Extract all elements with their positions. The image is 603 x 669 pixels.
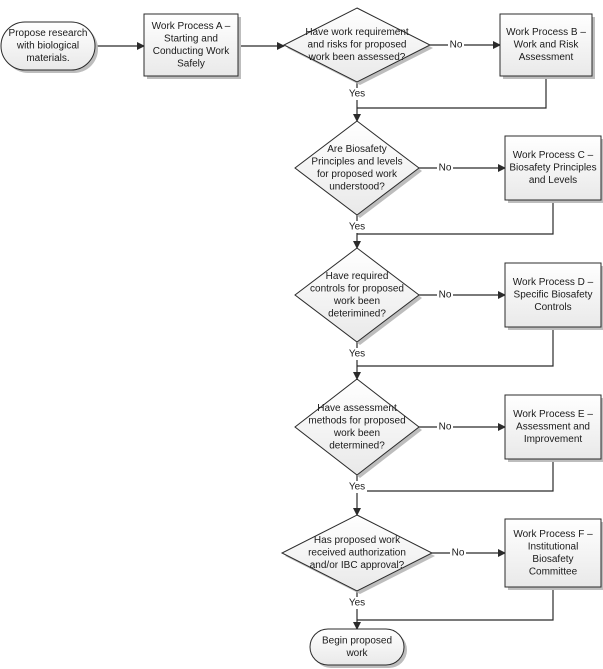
- decision-q5: Has proposed work received authorizationa…: [280, 514, 435, 594]
- process-box-a-line: Work Process A –: [152, 21, 231, 32]
- decision-q1: Have work requirement and risks for propo…: [282, 7, 433, 85]
- process-box-a-line: Safely: [177, 58, 205, 69]
- edge-label-yes: Yes: [349, 222, 365, 233]
- decision-q3-line: work been: [333, 296, 380, 307]
- end-terminal: Begin proposed work: [309, 628, 407, 668]
- decision-q3-line: deterimined?: [328, 308, 386, 319]
- decision-q2-line: Are Biosafety: [327, 144, 386, 155]
- connector-d-return: [357, 327, 554, 367]
- process-box-f-line: Work Process F –: [513, 529, 593, 540]
- node-layer: Propose research with biologicalmaterials…: [0, 7, 603, 668]
- edge-label-background: [437, 162, 453, 174]
- process-box-e-line: Improvement: [524, 434, 583, 445]
- edge-label-yes: Yes: [349, 598, 365, 609]
- connector-b-return: [357, 76, 547, 109]
- start-terminal-line: materials.: [26, 53, 69, 64]
- process-box-d-line: Controls: [534, 302, 571, 313]
- edge-label-background: [450, 547, 466, 559]
- end-terminal-line: Begin proposed: [322, 635, 392, 646]
- decision-q4-shape: [294, 378, 420, 476]
- process-box-b-line: Assessment: [519, 52, 574, 63]
- process-box-e-line: Work Process E –: [513, 409, 593, 420]
- edge-label-background: [437, 289, 453, 301]
- decision-q3-line: controls for proposed: [310, 283, 404, 294]
- start-terminal-line: with biological: [16, 41, 79, 52]
- edge-label-yes: Yes: [349, 349, 365, 360]
- decision-q1-line: Have work requirement: [305, 27, 409, 38]
- decision-q5-line: and/or IBC approval?: [310, 560, 405, 571]
- edge-label-no: No: [452, 548, 465, 559]
- start-terminal: Propose research with biologicalmaterials…: [0, 21, 98, 73]
- decision-q5-line: Has proposed work: [314, 535, 401, 546]
- decision-q4-line: work been: [333, 428, 380, 439]
- decision-q4-line: methods for proposed: [308, 415, 405, 426]
- decision-q2-line: understood?: [329, 181, 385, 192]
- process-box-e: Work Process E – Assessment andImprovemen…: [504, 394, 603, 462]
- process-box-f: Work Process F –InstitutionalBiosafetyCo…: [504, 518, 603, 590]
- decision-q5-line: received authorization: [308, 548, 406, 559]
- edge-label-yes: Yes: [349, 89, 365, 100]
- edge-label-background: [347, 597, 367, 609]
- process-box-f-line: Institutional: [528, 541, 579, 552]
- edge-label-no: No: [439, 422, 452, 433]
- edge-label-background: [448, 39, 464, 51]
- decision-q2-line: Principles and levels: [311, 156, 402, 167]
- edge-label-background: [347, 348, 367, 360]
- decision-q4-line: Have assessment: [317, 403, 397, 414]
- edge-label-no: No: [439, 290, 452, 301]
- end-terminal-shape: [309, 628, 405, 666]
- process-box-c-shape: [504, 135, 602, 201]
- edge-label-background: [347, 221, 367, 233]
- process-box-b-line: Work Process B –: [506, 27, 586, 38]
- connector-layer: [95, 41, 554, 630]
- connector-f-return: [357, 587, 554, 621]
- start-terminal-line: Propose research: [9, 28, 88, 39]
- process-box-d-line: Specific Biosafety: [514, 290, 593, 301]
- process-box-c-line: Biosafety Principles: [509, 163, 596, 174]
- decision-q1-line: work been assessed?: [308, 52, 406, 63]
- process-box-a-line: Starting and: [164, 33, 218, 44]
- process-box-c: Work Process C – Biosafety Principlesand …: [504, 135, 603, 203]
- process-box-e-line: Assessment and: [516, 422, 590, 433]
- process-box-a-line: Conducting Work: [153, 46, 231, 57]
- start-terminal-shape: [0, 21, 96, 71]
- process-box-d-shape: [504, 262, 602, 328]
- edge-label-background: [347, 88, 367, 100]
- connector-e-return: [357, 459, 554, 492]
- process-box-c-line: Work Process C –: [513, 150, 594, 161]
- decision-q2-shape: [294, 120, 420, 216]
- process-box-d-line: Work Process D –: [513, 277, 594, 288]
- edge-label-background: [347, 481, 367, 493]
- process-box-b-line: Work and Risk: [514, 40, 580, 51]
- process-box-d: Work Process D – Specific BiosafetyContro…: [504, 262, 603, 330]
- decision-q3-line: Have required: [326, 271, 389, 282]
- end-terminal-line: work: [345, 648, 368, 659]
- process-box-f-line: Biosafety: [532, 554, 573, 565]
- edge-label-background: [437, 421, 453, 433]
- process-box-a-shape: [143, 13, 239, 77]
- process-box-b-shape: [499, 13, 593, 77]
- process-box-e-shape: [504, 394, 602, 460]
- decision-q4-line: determined?: [329, 440, 385, 451]
- decision-q2-line: for proposed work: [317, 169, 398, 180]
- process-box-f-shape: [504, 518, 602, 588]
- connector-c-return: [357, 200, 554, 235]
- edge-label-yes: Yes: [349, 482, 365, 493]
- decision-q1-line: and risks for proposed: [308, 40, 407, 51]
- edge-label-no: No: [450, 40, 463, 51]
- decision-q3-shape: [294, 247, 420, 343]
- edge-label-no: No: [439, 163, 452, 174]
- process-box-f-line: Committee: [529, 566, 578, 577]
- process-box-c-line: and Levels: [529, 175, 577, 186]
- decision-q1-shape: [282, 7, 432, 83]
- decision-q5-shape: [280, 514, 434, 592]
